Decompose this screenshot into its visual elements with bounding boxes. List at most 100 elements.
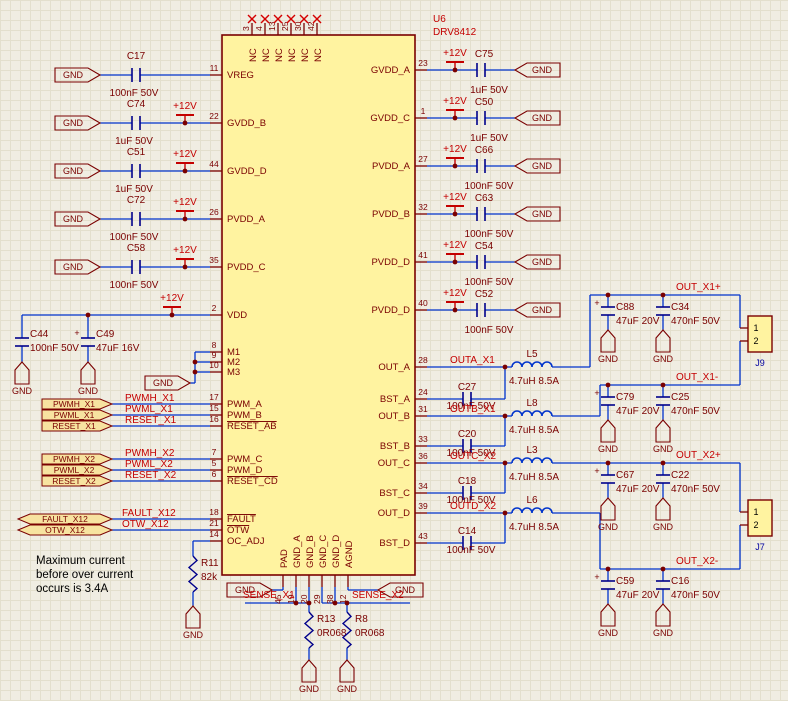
gnd-power-port[interactable]: GND xyxy=(54,259,102,275)
net-label-otw_x12[interactable]: OTW_X12 xyxy=(122,519,169,530)
net-label-out_x2-[interactable]: OUT_X2- xyxy=(676,556,718,567)
port-reset_x1[interactable]: RESET_X1 xyxy=(41,420,114,432)
gnd-power-port[interactable]: GND xyxy=(653,603,674,638)
ic-u6-drv8412[interactable]: 11VREG22GVDD_B44GVDD_D26PVDD_A35PVDD_C2V… xyxy=(209,14,476,604)
gnd-power-port[interactable]: GND xyxy=(598,329,619,364)
net-label-pwml_x1[interactable]: PWML_X1 xyxy=(125,404,173,415)
net-label-pwmh_x2[interactable]: PWMH_X2 xyxy=(125,448,175,459)
gnd-power-port[interactable]: GND xyxy=(513,158,561,174)
plus12v-power-port[interactable]: +12V xyxy=(443,144,467,166)
gnd-power-port[interactable]: GND xyxy=(513,62,561,78)
net-label-outb_x1[interactable]: OUTB_X1 xyxy=(450,404,496,415)
gnd-power-port[interactable]: GND xyxy=(653,497,674,532)
gnd-power-port[interactable]: GND xyxy=(78,361,99,396)
net-label-pwmh_x1[interactable]: PWMH_X1 xyxy=(125,393,175,404)
net-label-out_x2+[interactable]: OUT_X2+ xyxy=(676,450,721,461)
gnd-power-port[interactable]: GND xyxy=(54,211,102,227)
net-label-sense_x1[interactable]: SENSE_X1 xyxy=(243,590,295,601)
gnd-power-port[interactable]: GND xyxy=(513,110,561,126)
gnd-power-port[interactable]: GND xyxy=(513,254,561,270)
net-label-pwml_x2[interactable]: PWML_X2 xyxy=(125,459,173,470)
net-label-outa_x1[interactable]: OUTA_X1 xyxy=(450,355,495,366)
gnd-power-port[interactable]: GND xyxy=(144,375,192,391)
inductor-L5[interactable]: L54.7uH 8.5A xyxy=(509,349,559,387)
gnd-power-port[interactable]: GND xyxy=(513,206,561,222)
inductor-L3[interactable]: L34.7uH 8.5A xyxy=(509,445,559,483)
port-pwmh_x1[interactable]: PWMH_X1 xyxy=(41,398,114,410)
gnd-power-port[interactable]: GND xyxy=(54,163,102,179)
gnd-power-port[interactable]: GND xyxy=(653,419,674,454)
gnd-power-port[interactable]: GND xyxy=(299,659,320,694)
gnd-power-port[interactable]: GND xyxy=(54,67,102,83)
inductor-L6[interactable]: L64.7uH 8.5A xyxy=(509,495,559,533)
plus12v-power-port[interactable]: +12V xyxy=(173,149,197,171)
net-label-out_x1+[interactable]: OUT_X1+ xyxy=(676,282,721,293)
net-label-reset_x1[interactable]: RESET_X1 xyxy=(125,415,177,426)
net-label-fault_x12[interactable]: FAULT_X12 xyxy=(122,508,176,519)
gnd-power-port[interactable]: GND xyxy=(513,302,561,318)
plus12v-power-port[interactable]: +12V xyxy=(443,48,467,70)
port-pwmh_x2[interactable]: PWMH_X2 xyxy=(41,453,114,465)
gnd-power-port[interactable]: GND xyxy=(653,329,674,364)
gnd-power-port[interactable]: GND xyxy=(183,605,204,640)
plus12v-power-port[interactable]: +12V xyxy=(173,197,197,219)
plus12v-power-port[interactable]: +12V xyxy=(443,192,467,214)
gnd-power-port[interactable]: GND xyxy=(598,497,619,532)
plus12v-power-port[interactable]: +12V xyxy=(160,293,184,315)
plus12v-power-port[interactable]: +12V xyxy=(173,101,197,123)
port-pwml_x1[interactable]: PWML_X1 xyxy=(41,409,114,421)
gnd-power-port[interactable]: GND xyxy=(598,419,619,454)
net-label-outc_x2[interactable]: OUTC_X2 xyxy=(450,451,497,462)
gnd-power-port[interactable]: GND xyxy=(598,603,619,638)
inductor-L8[interactable]: L84.7uH 8.5A xyxy=(509,398,559,436)
plus12v-power-port[interactable]: +12V xyxy=(443,240,467,262)
gnd-power-port[interactable]: GND xyxy=(54,115,102,131)
gnd-power-port[interactable]: GND xyxy=(12,361,33,396)
net-label-outd_x2[interactable]: OUTD_X2 xyxy=(450,501,497,512)
plus12v-power-port[interactable]: +12V xyxy=(443,96,467,118)
port-pwml_x2[interactable]: PWML_X2 xyxy=(41,464,114,476)
gnd-power-port[interactable]: GND xyxy=(376,582,424,598)
gnd-power-port[interactable]: GND xyxy=(226,582,274,598)
net-label-out_x1-[interactable]: OUT_X1- xyxy=(676,372,718,383)
plus12v-power-port[interactable]: +12V xyxy=(173,245,197,267)
plus12v-power-port[interactable]: +12V xyxy=(443,288,467,310)
net-label-sense_x2[interactable]: SENSE_X2 xyxy=(352,590,404,601)
net-label-reset_x2[interactable]: RESET_X2 xyxy=(125,470,177,481)
gnd-power-port[interactable]: GND xyxy=(337,659,358,694)
port-otw_x12[interactable]: OTW_X12 xyxy=(16,524,114,536)
port-reset_x2[interactable]: RESET_X2 xyxy=(41,475,114,487)
port-fault_x12[interactable]: FAULT_X12 xyxy=(16,513,114,525)
